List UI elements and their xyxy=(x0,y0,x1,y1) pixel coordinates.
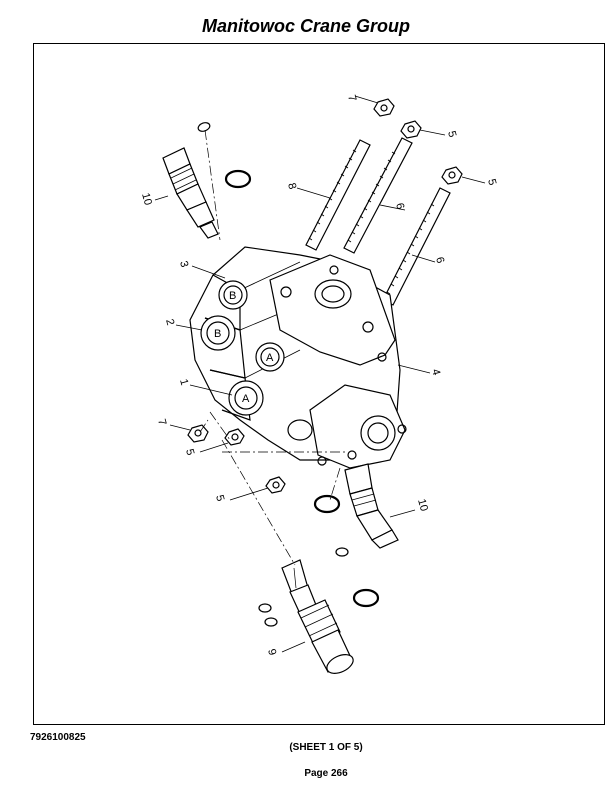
port-cap-a-mid xyxy=(255,342,285,372)
callout-5-lower-b: 5 xyxy=(213,494,226,503)
callout-7-lower: 7 xyxy=(155,418,168,427)
port-label-b-mid: B xyxy=(214,328,221,340)
callout-6a: 6 xyxy=(393,202,406,211)
callout-5-top-b: 5 xyxy=(485,178,498,187)
cartridge-10-right xyxy=(344,463,399,549)
port-label-a-low: A xyxy=(242,393,250,405)
inlet-flange xyxy=(287,384,407,469)
nut-5-lower-a xyxy=(224,428,245,446)
callout-9: 9 xyxy=(265,648,278,657)
relief-valve-9 xyxy=(281,559,354,674)
callout-6b: 6 xyxy=(433,256,446,265)
callout-4: 4 xyxy=(429,368,442,377)
nut-5-top-a xyxy=(400,120,422,139)
oring-right-large xyxy=(313,494,341,514)
stud-6a xyxy=(343,137,413,254)
callout-1: 1 xyxy=(177,378,190,387)
callout-5-top-a: 5 xyxy=(445,130,458,139)
diagram-frame xyxy=(33,43,605,725)
callout-10-right: 10 xyxy=(415,498,430,513)
nut-5-top-b xyxy=(441,166,463,185)
nut-7-top xyxy=(373,98,395,117)
stud-6b xyxy=(382,187,451,306)
callout-10-top: 10 xyxy=(139,192,154,207)
callout-5-lower-a: 5 xyxy=(183,448,196,457)
page-number: Page 266 xyxy=(304,768,348,779)
port-cap-b-top xyxy=(218,280,248,310)
port-cap-b-mid xyxy=(200,315,236,351)
oring-top xyxy=(224,169,252,189)
oring-right-small xyxy=(335,547,349,557)
nut-5-lower-b xyxy=(265,476,286,494)
stud-8 xyxy=(305,139,371,251)
callout-8: 8 xyxy=(285,182,298,191)
centerlines xyxy=(199,129,348,566)
figure-id: 7926100825 xyxy=(30,732,86,743)
page-title: Manitowoc Crane Group xyxy=(201,16,410,36)
nut-7-lower xyxy=(187,424,209,443)
sheet-indicator: (SHEET 1 OF 5) xyxy=(289,742,363,753)
callout-7-top: 7 xyxy=(345,94,358,103)
callout-3: 3 xyxy=(177,260,190,269)
callout-2: 2 xyxy=(163,318,176,327)
end-cover-4 xyxy=(269,254,396,366)
port-label-a-mid: A xyxy=(266,352,274,364)
port-cap-a-low xyxy=(228,380,264,416)
orings-9 xyxy=(258,588,380,627)
port-label-b-top: B xyxy=(229,290,236,302)
leader-lines xyxy=(154,95,486,653)
cartridge-10-top xyxy=(162,122,219,239)
